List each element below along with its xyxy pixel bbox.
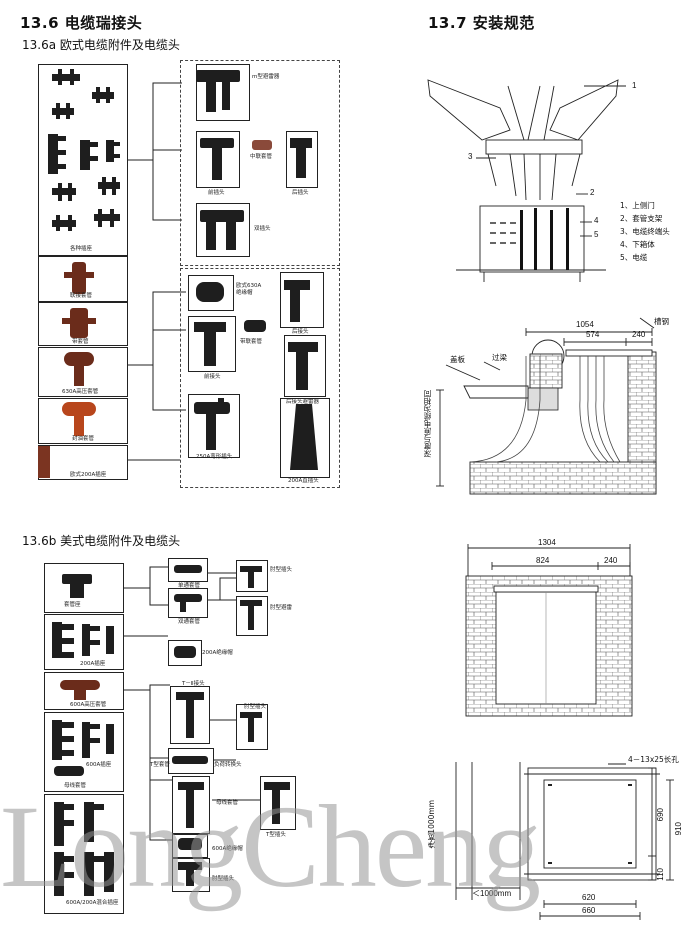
label-socket600: 600A插座 <box>86 762 112 768</box>
pit-dim-240: 240 <box>604 556 618 565</box>
label-strap-bushing: 带联套管 <box>240 339 263 345</box>
label-insul600: 600A绝缘帽 <box>212 846 243 852</box>
label-bushing600: 600A高压套管 <box>70 702 107 708</box>
section-13-6b-subtitle: 13.6b 美式电缆附件及电缆头 <box>22 534 181 548</box>
box-double-bushing <box>168 588 208 618</box>
label-elbow-head: 肘型插头 <box>270 567 293 573</box>
base-len-label: ＜1000mm <box>472 889 512 898</box>
section-13-6-title: 13.6 电缆瑞接头 <box>20 14 143 32</box>
label-various-sockets: 各种插座 <box>70 246 93 252</box>
base-dim-620: 620 <box>582 893 596 902</box>
label-t-head: T－Ⅱ接头 <box>182 681 205 687</box>
legend-1: 1、上侧门 <box>620 201 655 210</box>
watermark: LongCheng <box>0 781 541 912</box>
label-double-head: 双插头 <box>254 226 271 232</box>
trench-dim-240: 240 <box>632 330 646 339</box>
label-bus-bushing: 母线套管 <box>64 783 87 789</box>
label-t-bushing: T型套管 <box>150 762 170 768</box>
trench-dim-1054: 1054 <box>576 320 594 329</box>
group-euro-heads <box>180 60 340 266</box>
label-slot-steel: 槽钢 <box>654 317 669 326</box>
label-oil-bushing: 封油套管 <box>72 436 95 442</box>
label-straight200: 200A直插头 <box>288 478 319 484</box>
label-insul-cap: 绝缘帽 <box>236 290 253 296</box>
section-13-6a-subtitle: 13.6a 欧式电缆附件及电缆头 <box>22 38 180 52</box>
callout-4: 4 <box>594 216 599 225</box>
pit-dim-824: 824 <box>536 556 550 565</box>
label-socket200: 200A插座 <box>80 661 106 667</box>
label-cover: 盖板 <box>450 355 465 364</box>
label-arrester-m: m型避雷器 <box>252 74 280 80</box>
label-front-plug: 前接头 <box>204 374 221 380</box>
box-insul200 <box>168 640 202 666</box>
base-hole-label: 4－13x25长孔 <box>628 755 679 764</box>
label-elbow-plug: 肘型插头 <box>212 876 235 882</box>
label-elbow-head2: 肘型插头 <box>244 704 267 710</box>
label-coupling-bushing: 联接套管 <box>70 293 93 299</box>
label-t-plug: T型插头 <box>266 832 286 838</box>
label-mid-bushing: 中联套管 <box>250 154 273 160</box>
legend-2: 2、套管支架 <box>620 214 663 223</box>
label-mixed: 600A/200A混合插座 <box>66 900 119 906</box>
label-euro200: 欧式200A插座 <box>70 472 107 478</box>
label-bushing-seat: 套管座 <box>64 602 81 608</box>
label-double-bushing: 双通套管 <box>178 619 201 625</box>
label-beam: 过梁 <box>492 353 507 362</box>
base-dim-660: 660 <box>582 906 596 915</box>
label-front-head: 前插头 <box>208 190 225 196</box>
label-bushing2: 带套管 <box>72 339 89 345</box>
label-single-bushing: 单通套管 <box>178 583 201 589</box>
label-insul200: 200A绝缘帽 <box>202 650 233 656</box>
label-euro630-cap: 欧式630A <box>236 283 262 289</box>
legend-4: 4、下箱体 <box>620 240 655 249</box>
section-13-7-title: 13.7 安装规范 <box>428 14 535 32</box>
label-rear-head: 后插头 <box>292 190 309 196</box>
label-hv630: 630A高压套管 <box>62 389 99 395</box>
label-bus-sleeve: 母线套管 <box>216 800 239 806</box>
label-rear-arrester: 后接头避雷器 <box>286 399 320 405</box>
legend-5: 5、电缆 <box>620 253 648 262</box>
callout-1: 1 <box>632 81 637 90</box>
label-load-switch: 负荷转换头 <box>214 762 242 768</box>
legend-3: 3、电缆终端头 <box>620 227 670 236</box>
label-elbow-arrester: 肘型避雷 <box>270 605 293 611</box>
pit-dim-1304: 1304 <box>538 538 556 547</box>
callout-2: 2 <box>590 188 595 197</box>
label-elbow250: 250A弯形插头 <box>196 454 233 460</box>
box-euro630-cap <box>188 275 234 311</box>
callout-3: 3 <box>468 152 473 161</box>
group-euro-630 <box>180 268 340 488</box>
callout-5: 5 <box>594 230 599 239</box>
box-euro200 <box>38 445 128 480</box>
label-rear-plug: 后接头 <box>292 329 309 335</box>
trench-dim-574: 574 <box>586 330 600 339</box>
